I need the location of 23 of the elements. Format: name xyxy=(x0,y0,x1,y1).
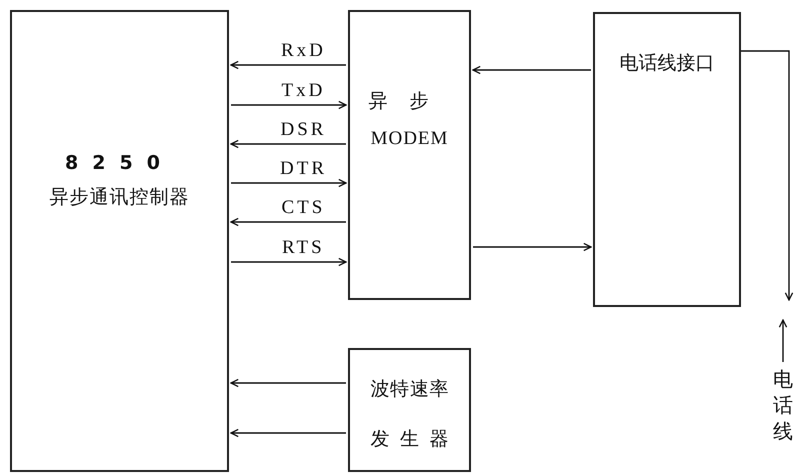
arrow xyxy=(231,100,347,110)
arrow xyxy=(473,242,592,252)
box-text: 异步通讯控制器 xyxy=(50,185,190,210)
modem-box xyxy=(348,10,471,300)
arrow xyxy=(230,140,346,148)
box-text: 8250 xyxy=(65,152,174,174)
arrow xyxy=(231,258,347,266)
box-text: 电话线接口 xyxy=(620,51,714,76)
arrow xyxy=(230,60,346,70)
arrow xyxy=(231,178,347,188)
arrow xyxy=(230,378,346,388)
baud-generator-box xyxy=(348,348,471,472)
arrow xyxy=(472,66,591,74)
box-text: 波特速率发生器 xyxy=(370,377,448,452)
arrow xyxy=(741,50,794,301)
box-text: 异步 xyxy=(368,89,450,114)
arrow xyxy=(230,218,346,226)
arrow xyxy=(778,319,788,362)
box-text: MODEM xyxy=(370,128,448,150)
arrow xyxy=(230,428,346,438)
interface-box xyxy=(593,12,741,307)
controller-box xyxy=(10,10,229,472)
box-text: 电话线 xyxy=(773,366,793,444)
